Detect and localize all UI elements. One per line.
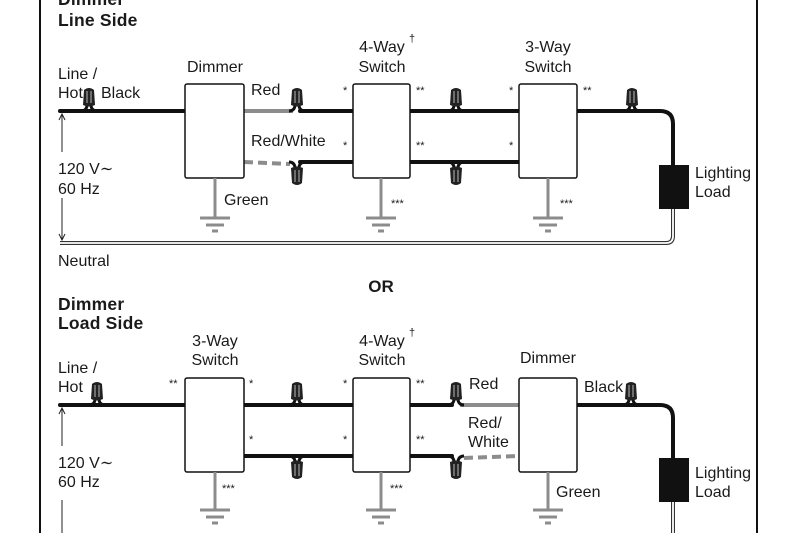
switch-label: Switch [524, 59, 571, 76]
marker: ** [416, 378, 425, 390]
hot-label: Hot [58, 379, 83, 396]
ground-icon [531, 508, 565, 525]
black-wire-label: Black [101, 85, 141, 102]
wire-nut-icon [621, 380, 641, 407]
frequency-label: 60 Hz [58, 474, 100, 491]
hot-label: Hot [58, 85, 83, 102]
lighting-load-label: Lighting [695, 465, 751, 482]
dagger-mark: † [409, 33, 415, 45]
load-side-diagram: Dimmer Load Side Line / Hot 120 V∼ 60 Hz… [58, 294, 751, 533]
lighting-load-box [659, 458, 689, 502]
wire-nut-icon [622, 86, 642, 113]
wire-nut-icon [448, 456, 464, 479]
dimmer-box [184, 83, 245, 179]
three-way-label: 3-Way [192, 333, 238, 350]
section-title-line2: Line Side [58, 10, 138, 30]
three-way-switch-box [184, 377, 245, 473]
ground-icon [531, 216, 565, 233]
marker: * [249, 378, 254, 390]
marker: * [343, 85, 348, 97]
red-white-wire [243, 160, 291, 166]
marker: ** [416, 140, 425, 152]
wire-nut-icon [87, 380, 107, 407]
or-label: OR [368, 277, 394, 296]
wire-nut-icon [448, 162, 464, 185]
four-way-label: 4-Way [359, 333, 405, 350]
arrow-up-icon [58, 406, 66, 415]
white-label: White [468, 434, 509, 451]
arrow-up-icon [58, 112, 66, 121]
line-side-diagram: Dimmer Line Side Line / Hot Black Neutra… [58, 0, 751, 270]
ground-icon [364, 216, 398, 233]
ground-icon [364, 508, 398, 525]
line-hot-label: Line / [58, 360, 98, 377]
black-wire-label: Black [584, 379, 624, 396]
load-label: Load [695, 184, 731, 201]
marker: ** [169, 378, 178, 390]
four-way-switch-box [352, 377, 411, 473]
marker: *** [390, 483, 404, 495]
marker: ** [416, 85, 425, 97]
marker: *** [560, 198, 574, 210]
frequency-label: 60 Hz [58, 181, 100, 198]
four-way-switch-box [352, 83, 411, 179]
marker: * [343, 378, 348, 390]
wire-nut-icon [287, 380, 307, 407]
ground-icon [198, 508, 232, 525]
voltage-label: 120 V∼ [58, 455, 113, 472]
wire-nut-icon [289, 162, 305, 185]
three-way-switch-box [518, 83, 578, 179]
marker: * [509, 140, 514, 152]
red-white-wire [463, 454, 520, 460]
ground-icon [198, 216, 232, 233]
marker: * [343, 140, 348, 152]
wire-nut-icon [446, 86, 466, 113]
red-label: Red [469, 376, 498, 393]
marker: ** [416, 434, 425, 446]
neutral-label: Neutral [58, 253, 110, 270]
red-label: Red [251, 82, 280, 99]
marker: *** [391, 198, 405, 210]
wire-nut-icon [79, 86, 99, 113]
green-label: Green [224, 192, 268, 209]
arrow-down-icon [58, 233, 66, 242]
dimmer-label: Dimmer [520, 350, 577, 367]
lighting-load-box [659, 165, 689, 209]
section-title-line2: Load Side [58, 313, 143, 333]
load-wire [575, 403, 675, 462]
red-white-label: Red/White [251, 133, 326, 150]
switch-label: Switch [358, 59, 405, 76]
dimmer-label: Dimmer [187, 59, 244, 76]
switch-label: Switch [358, 352, 405, 369]
wire-nut-icon [446, 380, 466, 407]
voltage-label: 120 V∼ [58, 161, 113, 178]
switch-label: Switch [191, 352, 238, 369]
load-wire [575, 109, 675, 168]
lighting-load-label: Lighting [695, 165, 751, 182]
line-hot-label: Line / [58, 66, 98, 83]
four-way-label: 4-Way [359, 39, 405, 56]
wire-nut-icon [289, 456, 305, 479]
section-title-line1: Dimmer [58, 0, 124, 9]
section-title-line1: Dimmer [58, 294, 124, 314]
green-label: Green [556, 484, 600, 501]
three-way-label: 3-Way [525, 39, 571, 56]
wire-nut-icon [287, 86, 307, 113]
marker: ** [583, 85, 592, 97]
marker: *** [222, 483, 236, 495]
dimmer-box [518, 377, 578, 473]
dagger-mark: † [409, 327, 415, 339]
load-label: Load [695, 484, 731, 501]
marker: * [249, 434, 254, 446]
marker: * [509, 85, 514, 97]
neutral-wire [60, 209, 675, 245]
red-white-label: Red/ [468, 415, 502, 432]
marker: * [343, 434, 348, 446]
